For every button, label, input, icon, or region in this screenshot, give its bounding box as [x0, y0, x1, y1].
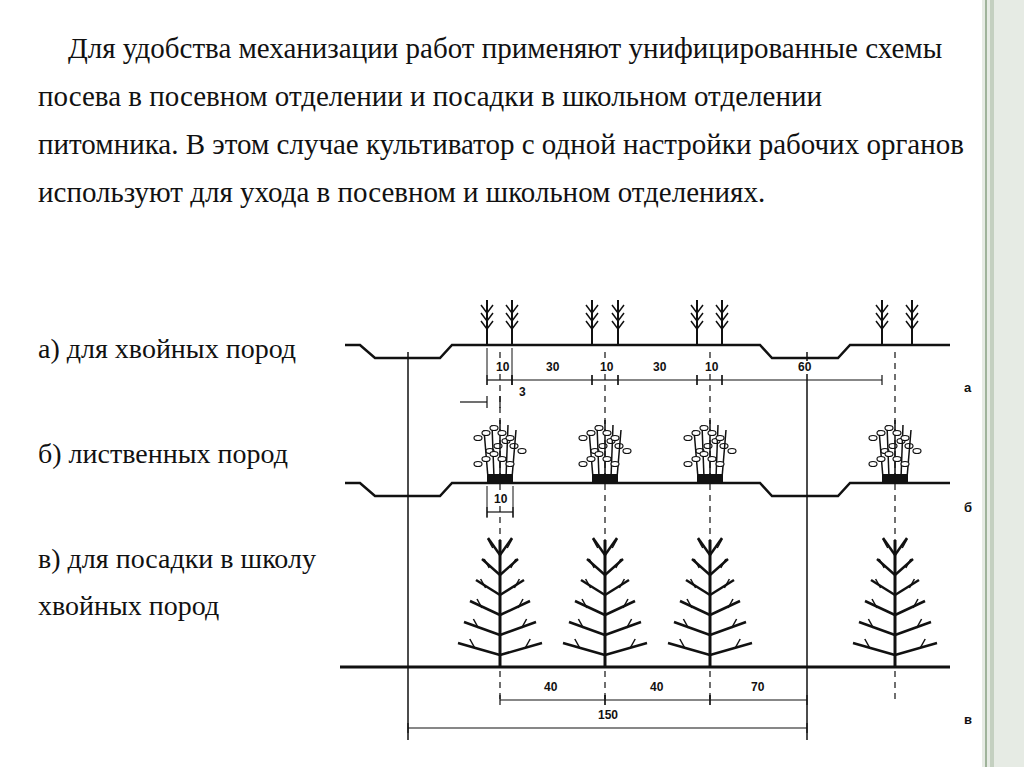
- dimension: 150: [597, 709, 619, 722]
- dimension: 30: [652, 361, 667, 374]
- row-letter: а: [964, 380, 971, 395]
- dimension: 3: [518, 386, 527, 399]
- dimension: 10: [495, 361, 510, 374]
- scheme-label: б) лиственных пород: [38, 430, 308, 477]
- dimension: 10: [704, 361, 719, 374]
- dimension: 60: [797, 361, 812, 374]
- dimension: 70: [750, 681, 765, 694]
- scheme-label: в) для посадки в школу хвойных пород: [38, 535, 338, 629]
- dimension: 30: [545, 361, 560, 374]
- row-letter: б: [964, 500, 972, 515]
- dimension: 40: [649, 681, 664, 694]
- body-text: Для удобства механизации работ применяют…: [38, 24, 968, 216]
- scheme-label: а) для хвойных пород: [38, 325, 308, 372]
- dimension: 10: [599, 361, 614, 374]
- dimension: 10: [493, 493, 508, 506]
- dimension: 40: [543, 681, 558, 694]
- row-letter: в: [964, 712, 972, 727]
